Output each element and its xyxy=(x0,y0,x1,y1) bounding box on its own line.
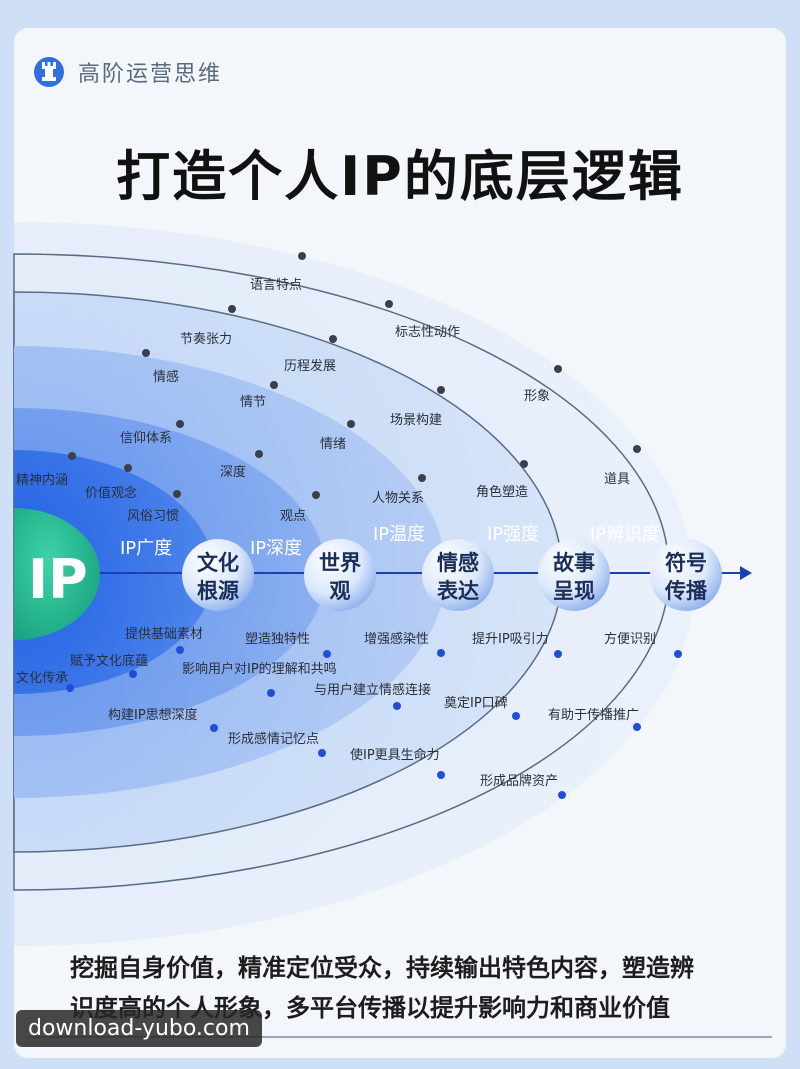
dimension-label: IP广度 xyxy=(120,538,172,559)
label: 提升IP吸引力 xyxy=(472,631,549,647)
label: 风俗习惯 xyxy=(127,508,179,524)
label: 深度 xyxy=(220,464,246,480)
label: 使IP更具生命力 xyxy=(350,747,440,763)
label: 情感 xyxy=(153,369,179,385)
label: 情节 xyxy=(240,395,266,410)
center-ip-label: IP xyxy=(28,548,88,611)
label: 标志性动作 xyxy=(395,325,460,340)
stage-line2: 观 xyxy=(330,579,351,603)
footer-line1: 挖掘自身价值，精准定位受众，持续输出特色内容，塑造辨 xyxy=(70,954,694,982)
label: 影响用户对IP的理解和共鸣 xyxy=(182,661,337,677)
ip-core xyxy=(14,508,100,640)
label: 文化传承 xyxy=(16,671,68,686)
label: 有助于传播推广 xyxy=(548,708,639,723)
dimension-label: IP温度 xyxy=(373,524,425,545)
label: 历程发展 xyxy=(284,358,336,374)
label: 奠定IP口碑 xyxy=(444,695,508,711)
divider xyxy=(28,1036,772,1038)
dimension-label: IP辨识度 xyxy=(590,524,660,545)
axis-arrow-icon xyxy=(740,566,752,580)
stage-node: 文化 根源 xyxy=(182,539,254,611)
stage-node: 世界 观 xyxy=(304,539,376,611)
bottom-labels: 提供基础素材 塑造独特性 增强感染性 提升IP吸引力 方便识别 赋予文化底蕴 文… xyxy=(16,626,682,799)
label: 形成品牌资产 xyxy=(480,773,558,789)
stage-line1: 文化 xyxy=(197,551,239,575)
stage-line1: 符号 xyxy=(665,551,707,575)
label: 方便识别 xyxy=(604,631,656,647)
label: 构建IP思想深度 xyxy=(108,707,198,723)
label: 角色塑造 xyxy=(476,484,528,500)
label: 塑造独特性 xyxy=(245,632,310,647)
label: 信仰体系 xyxy=(120,431,172,446)
page-title: 打造个人IP的底层逻辑 xyxy=(116,145,684,208)
label: 观点 xyxy=(280,509,306,524)
stage-line1: 故事 xyxy=(553,551,595,575)
watermark: download-yubo.com xyxy=(16,1010,262,1047)
label: 价值观念 xyxy=(85,485,137,501)
label: 精神内涵 xyxy=(16,472,68,488)
stage-line2: 根源 xyxy=(197,579,239,603)
stage-node: 符号 传播 xyxy=(650,539,722,611)
label: 与用户建立情感连接 xyxy=(314,682,431,698)
stage-node: 情感 表达 xyxy=(422,539,494,611)
label: 赋予文化底蕴 xyxy=(70,653,148,669)
top-labels: 语言特点 节奏张力 标志性动作 历程发展 情感 形象 情节 场景构建 信仰体系 … xyxy=(16,252,641,524)
stage-line1: 情感 xyxy=(437,551,479,575)
dimension-label: IP深度 xyxy=(250,538,302,559)
label: 道具 xyxy=(604,472,630,487)
stage-line1: 世界 xyxy=(319,551,361,575)
stage-line2: 传播 xyxy=(664,579,708,603)
brand-name: 高阶运营思维 xyxy=(78,62,223,87)
label: 提供基础素材 xyxy=(125,626,203,642)
dimension-label: IP强度 xyxy=(487,524,539,545)
label: 场景构建 xyxy=(390,413,442,428)
label: 节奏张力 xyxy=(180,332,232,347)
label: 形象 xyxy=(524,389,550,404)
label: 情绪 xyxy=(320,437,346,452)
brand-header: 高阶运营思维 xyxy=(34,56,222,88)
stage-line2: 表达 xyxy=(437,579,479,603)
label: 增强感染性 xyxy=(364,631,429,647)
label: 语言特点 xyxy=(250,278,302,293)
label: 人物关系 xyxy=(372,491,424,506)
label: 形成感情记忆点 xyxy=(228,731,319,747)
stage-line2: 呈现 xyxy=(553,579,595,603)
stage-node: 故事 呈现 xyxy=(538,539,610,611)
chess-rook-icon xyxy=(34,57,64,87)
footer-summary: 挖掘自身价值，精准定位受众，持续输出特色内容，塑造辨 识度高的个人形象，多平台传… xyxy=(70,948,770,1028)
